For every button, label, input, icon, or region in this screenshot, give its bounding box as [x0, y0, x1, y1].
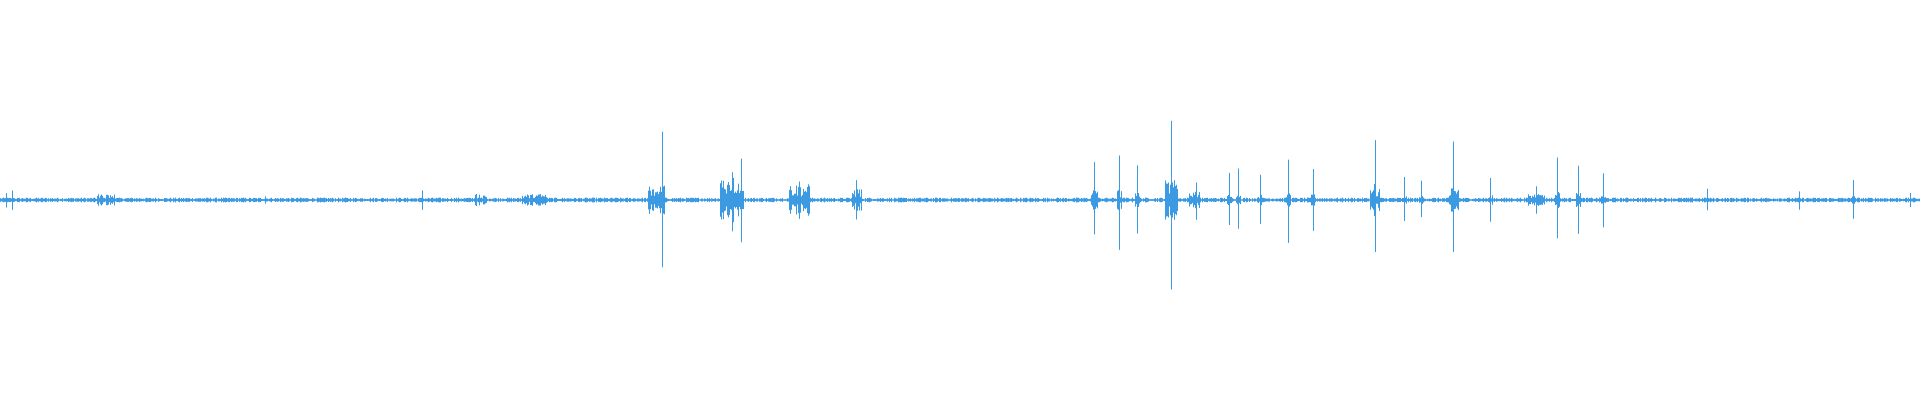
waveform-peak-halo	[1402, 196, 1407, 204]
waveform-peak-halo	[1227, 194, 1232, 206]
waveform-peak-halo	[1705, 197, 1710, 203]
waveform-peak-halo	[660, 185, 665, 215]
waveform-peak-halo	[647, 197, 652, 203]
waveform-peak-halo	[1092, 192, 1097, 208]
waveform-peak-halo	[1258, 194, 1263, 206]
waveform-peak-halo	[1908, 198, 1913, 202]
waveform-peak-halo	[1135, 193, 1140, 207]
waveform-peak-halo	[1311, 194, 1316, 206]
waveform-peak-halo	[538, 198, 543, 202]
waveform-peak-halo	[1555, 191, 1560, 209]
waveform-peak-halo	[474, 198, 479, 202]
waveform-peak-halo	[1117, 190, 1122, 210]
waveform-peak-halo	[1373, 189, 1378, 211]
waveform-peak-halo	[1286, 193, 1291, 207]
waveform-peak-halo	[730, 193, 735, 207]
waveform-peak-halo	[1488, 195, 1493, 205]
waveform-peak-halo	[1451, 188, 1456, 212]
waveform-peak-halo	[1194, 197, 1199, 203]
waveform-peak-halo	[1169, 186, 1174, 214]
waveform-peak-halo	[4, 198, 9, 202]
waveform-peak-halo	[1851, 196, 1856, 204]
waveform-peak-halo	[1797, 198, 1802, 202]
waveform-peak-halo	[263, 199, 268, 201]
waveform-peak-halo	[726, 196, 731, 204]
waveform-peak-halo	[1576, 192, 1581, 208]
waveform-peak-halo	[739, 190, 744, 210]
waveform-peak-halo	[1601, 196, 1606, 204]
waveform-peak-halo	[1534, 197, 1539, 203]
waveform-peak-halo	[10, 198, 15, 202]
waveform-peak-halo	[854, 196, 859, 204]
waveform-peak-halo	[1419, 196, 1424, 204]
waveform-peak-halo	[420, 198, 425, 202]
waveform-peak-halo	[797, 196, 802, 204]
waveform-peak-halo	[1236, 195, 1241, 205]
waveform-peak-halo	[104, 198, 109, 202]
